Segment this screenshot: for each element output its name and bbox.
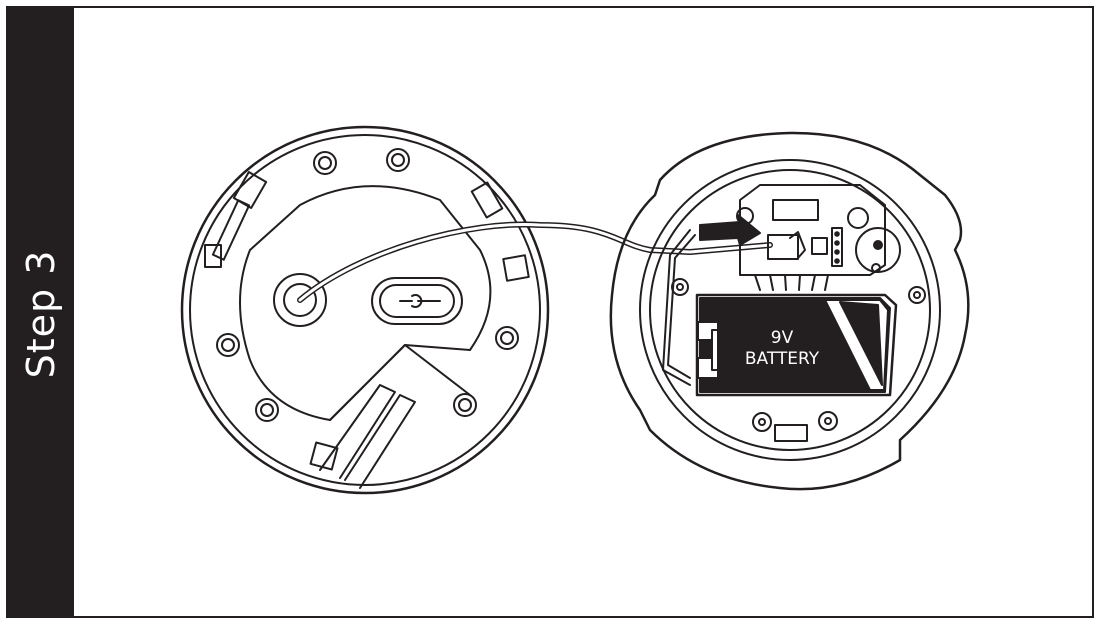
battery-type-label: BATTERY — [745, 349, 820, 369]
alarm-body — [609, 131, 970, 491]
battery-voltage-label: 9V — [771, 328, 794, 348]
insert-arrow-icon — [699, 214, 761, 246]
battery-connector-icon — [767, 234, 799, 260]
step-sidebar: Step 3 — [8, 8, 74, 616]
screw-hole-icons — [216, 148, 519, 422]
illustration-frame: Step 3 — [6, 6, 1094, 618]
power-wire — [297, 221, 773, 303]
mounting-base-plate — [180, 125, 550, 495]
battery-9v — [697, 297, 891, 393]
